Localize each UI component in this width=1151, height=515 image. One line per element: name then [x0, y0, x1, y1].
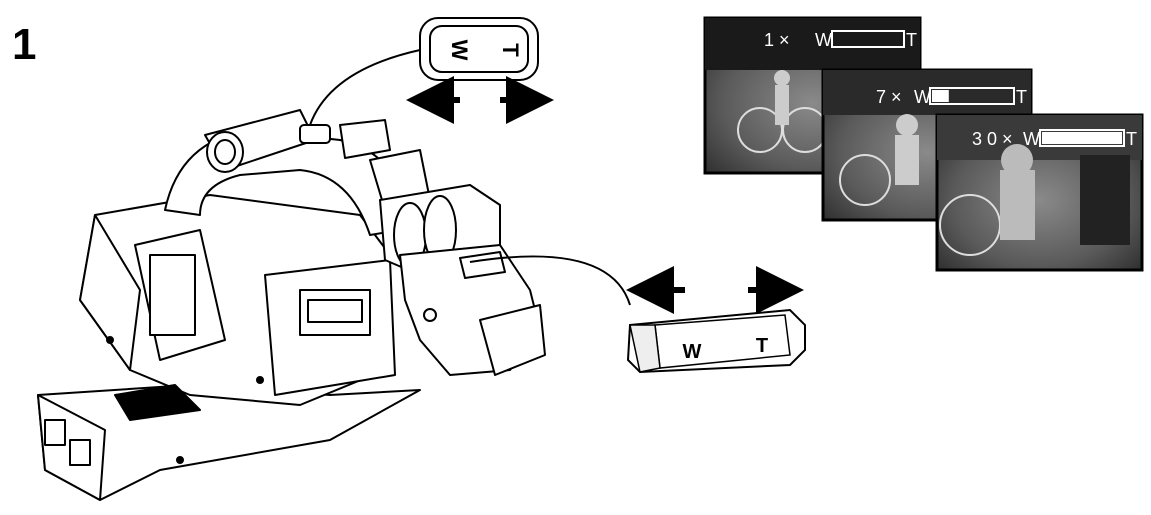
zoom-frame-7x-magnification: 7 × [876, 87, 902, 107]
zoom-frame-7x-wide-label: W [914, 87, 931, 107]
zoom-frame-1x-magnification: 1 × [764, 30, 790, 50]
top-lever-tele-label: T [498, 43, 523, 57]
zoom-frame-30x-bar-fill [1042, 132, 1122, 144]
zoom-frame-30x-bar [1039, 129, 1125, 147]
top-lever-wide-label: W [447, 40, 472, 61]
zoom-frame-1x-bar [831, 30, 905, 48]
zoom-frame-30x-magnification: 3 0 × [972, 129, 1013, 149]
top-lever-leader-line [309, 49, 421, 126]
handle-lever-wide-label: W [683, 341, 702, 363]
zoom-frame-1x-tele-label: T [906, 30, 917, 50]
zoom-frame-7x-bar [929, 87, 1015, 105]
top-zoom-lever: W T [419, 17, 539, 81]
zoom-frame-30x-tele-label: T [1126, 129, 1137, 149]
zoom-frame-1x-wide-label: W [815, 30, 832, 50]
camcorder-drawing [37, 109, 546, 501]
step-number: 1 [12, 20, 37, 69]
handle-lever-leader-line [469, 255, 631, 306]
handle-zoom-lever: W T [626, 308, 806, 374]
zoom-frame-30x-wide-label: W [1023, 129, 1040, 149]
zoom-frame-7x-bar-fill [932, 90, 949, 102]
zoom-frame-7x-tele-label: T [1016, 87, 1027, 107]
handle-lever-tele-label: T [756, 335, 768, 357]
zoom-frame-30x: 3 0 × W T [935, 113, 1144, 272]
